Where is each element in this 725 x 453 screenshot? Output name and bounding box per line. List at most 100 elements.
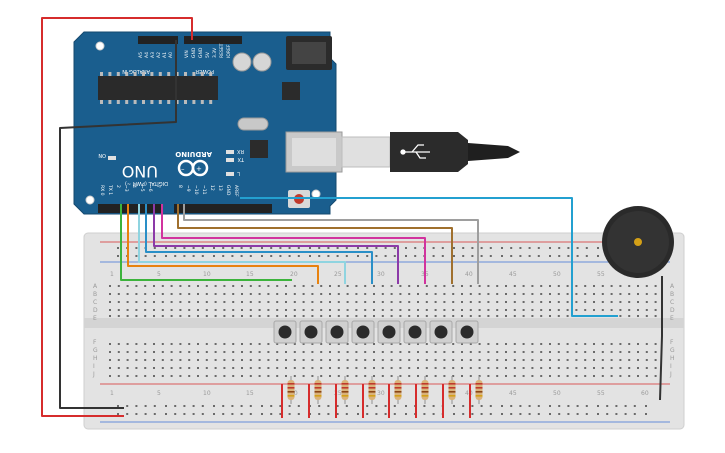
bb-hole xyxy=(408,351,411,353)
bb-rail-hole xyxy=(165,413,167,415)
bb-hole xyxy=(619,359,622,361)
bb-hole xyxy=(496,285,499,287)
bb-hole xyxy=(505,375,507,377)
bb-hole xyxy=(452,351,455,353)
bb-hole xyxy=(381,315,384,317)
push-button[interactable] xyxy=(429,320,453,344)
bb-hole xyxy=(540,315,543,317)
bb-hole xyxy=(364,315,367,317)
bb-rail-hole xyxy=(480,405,483,407)
bb-rail-hole xyxy=(279,247,282,249)
bb-hole xyxy=(522,351,525,353)
mounting-hole xyxy=(85,195,95,205)
bb-hole xyxy=(337,309,340,311)
bb-hole xyxy=(293,351,296,353)
col-num: 55 xyxy=(597,390,605,397)
breadboard-holes xyxy=(109,247,657,415)
bb-hole xyxy=(249,359,252,361)
bb-rail-hole xyxy=(366,255,369,257)
bb-rail-hole xyxy=(549,255,551,257)
resistor-band xyxy=(448,383,456,385)
pin-label: RESET xyxy=(219,43,225,58)
bb-rail-hole xyxy=(231,255,234,257)
bb-hole xyxy=(276,367,279,369)
bb-hole xyxy=(373,315,375,317)
push-button[interactable] xyxy=(403,320,427,344)
resistor-band xyxy=(341,395,349,397)
bb-rail-hole xyxy=(453,255,455,257)
bb-hole xyxy=(593,367,595,369)
bb-hole xyxy=(637,301,639,303)
bb-hole xyxy=(276,359,279,361)
pin-label: TX 1 xyxy=(107,184,113,195)
chip-pin xyxy=(192,72,196,76)
chip-pin xyxy=(142,100,145,104)
bb-rail-hole xyxy=(432,405,435,407)
bb-rail-hole xyxy=(528,255,531,257)
bb-rail-hole xyxy=(192,255,195,257)
row-letter: D xyxy=(93,307,98,314)
bb-hole xyxy=(513,367,516,369)
button-cap[interactable] xyxy=(356,325,370,339)
push-button[interactable] xyxy=(377,320,401,344)
chip-pin xyxy=(167,72,171,76)
bb-rail-hole xyxy=(327,405,330,407)
bb-hole xyxy=(487,375,490,377)
bb-hole xyxy=(417,309,419,311)
bb-hole xyxy=(566,359,569,361)
bb-rail-hole xyxy=(366,247,369,249)
button-cap[interactable] xyxy=(460,325,474,339)
chip-pin xyxy=(209,100,213,104)
bb-hole xyxy=(478,315,481,317)
bb-rail-hole xyxy=(279,413,282,415)
wire-orange xyxy=(127,204,319,284)
bb-hole xyxy=(461,293,463,295)
push-button[interactable] xyxy=(351,320,375,344)
bb-hole xyxy=(399,351,402,353)
bb-rail-hole xyxy=(375,413,378,415)
bb-hole xyxy=(496,343,499,345)
bb-hole xyxy=(258,359,261,361)
bb-hole xyxy=(628,285,631,287)
resistor-band xyxy=(314,391,322,393)
bb-rail-hole xyxy=(528,247,531,249)
push-button[interactable] xyxy=(325,320,349,344)
push-button[interactable] xyxy=(455,320,479,344)
bb-hole xyxy=(179,375,182,377)
bb-rail-hole xyxy=(585,413,588,415)
bb-hole xyxy=(549,285,551,287)
push-button[interactable] xyxy=(273,320,297,344)
button-cap[interactable] xyxy=(304,325,318,339)
row-letter: F xyxy=(670,339,674,346)
bb-hole xyxy=(645,301,648,303)
bb-rail-hole xyxy=(549,247,551,249)
bb-hole xyxy=(241,343,243,345)
resistor xyxy=(388,376,402,418)
resistor-band xyxy=(368,391,376,393)
button-cap[interactable] xyxy=(408,325,422,339)
bb-hole xyxy=(197,293,199,295)
bb-hole xyxy=(557,359,560,361)
bb-rail-hole xyxy=(645,405,647,407)
bb-hole xyxy=(373,375,375,377)
bb-rail-hole xyxy=(462,405,465,407)
bb-hole xyxy=(487,301,490,303)
bb-hole xyxy=(557,285,560,287)
bb-hole xyxy=(619,285,622,287)
bb-rail-hole xyxy=(336,255,339,257)
push-button[interactable] xyxy=(299,320,323,344)
bb-hole xyxy=(425,293,428,295)
button-cap[interactable] xyxy=(382,325,396,339)
bb-hole xyxy=(496,293,499,295)
bb-hole xyxy=(329,351,331,353)
arduino-brand-label: ARDUINO xyxy=(175,150,212,158)
bb-hole xyxy=(329,285,331,287)
button-cap[interactable] xyxy=(330,325,344,339)
button-cap[interactable] xyxy=(278,325,292,339)
chip-pin xyxy=(209,72,213,76)
bb-hole xyxy=(276,301,279,303)
bb-hole xyxy=(293,375,296,377)
button-cap[interactable] xyxy=(434,325,448,339)
bb-rail-hole xyxy=(357,405,359,407)
buzzer-center xyxy=(634,238,642,246)
